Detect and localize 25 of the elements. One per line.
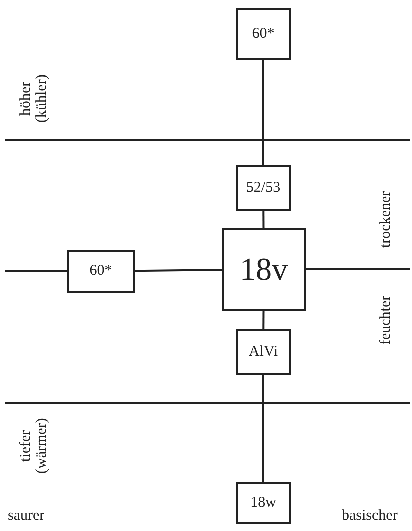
vegetation-unit-box	[236, 165, 291, 211]
vegetation-unit-box	[236, 482, 291, 524]
unit-code: 52/53	[246, 180, 281, 196]
gradient-label: saurer	[8, 508, 45, 524]
gradient-label: höher (kühler)	[18, 74, 51, 126]
connector-line	[262, 311, 265, 329]
gradient-label: feuchter	[378, 294, 395, 347]
unit-code: 18w	[250, 494, 276, 512]
connector-line	[306, 268, 410, 270]
connector-line	[262, 60, 264, 165]
gradient-label: trockener	[378, 190, 395, 250]
unit-code: 60*	[90, 263, 112, 280]
connector-line	[5, 270, 67, 272]
unit-code: 60*	[252, 26, 275, 42]
unit-code: AlVi	[248, 344, 278, 360]
vegetation-unit-box	[236, 329, 291, 375]
vegetation-unit-box	[236, 8, 291, 60]
connector-line	[262, 375, 264, 482]
gradient-label: tiefer (wärmer)	[18, 417, 51, 476]
vegetation-unit-box	[67, 250, 135, 293]
unit-code: 18v	[240, 251, 288, 288]
connector-line	[134, 269, 222, 272]
connector-line	[262, 211, 265, 228]
vegetation-unit-box	[222, 228, 306, 311]
gradient-label: basischer	[342, 508, 398, 524]
